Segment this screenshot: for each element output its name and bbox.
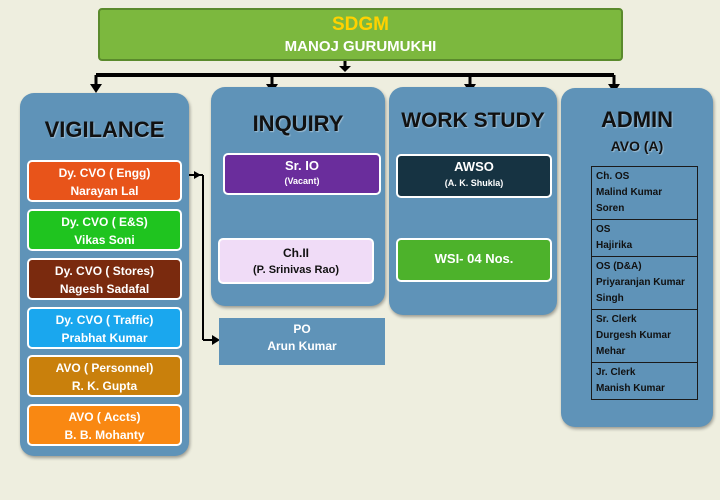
- vigilance-role: Dy. CVO ( Engg): [58, 166, 151, 180]
- vigilance-item: Dy. CVO ( Stores) Nagesh Sadafal: [27, 258, 182, 300]
- work-study-title: WORK STUDY: [401, 109, 545, 132]
- sdgm-title: SDGM: [332, 14, 389, 35]
- inquiry-title: INQUIRY: [252, 111, 344, 136]
- admin-title: ADMIN: [600, 107, 674, 132]
- vigilance-role: Dy. CVO ( E&S): [61, 215, 148, 229]
- admin-staff-name: Durgesh Kumar Mehar: [596, 330, 672, 357]
- admin-staff-name: Priyaranjan Kumar Singh: [596, 277, 685, 304]
- vigilance-item: AVO ( Personnel) R. K. Gupta: [27, 355, 182, 397]
- sdgm-name: MANOJ GURUMUKHI: [284, 38, 437, 55]
- sr-io-role: Sr. IO: [285, 158, 319, 173]
- vigilance-officer-name: B. B. Mohanty: [64, 428, 145, 442]
- vigilance-officer-name: Narayan Lal: [70, 184, 139, 198]
- awso-role: AWSO: [454, 159, 494, 174]
- sr-io-sub: (Vacant): [284, 176, 320, 186]
- vigilance-officer-name: R. K. Gupta: [71, 379, 138, 393]
- vigilance-item: Dy. CVO ( Traffic) Prabhat Kumar: [27, 307, 182, 349]
- admin-role: OS: [596, 224, 611, 235]
- ch-ii-sub: (P. Srinivas Rao): [253, 264, 339, 276]
- admin-role: Sr. Clerk: [596, 314, 637, 325]
- po-name: Arun Kumar: [267, 339, 337, 353]
- vigilance-officer-name: Nagesh Sadafal: [59, 282, 150, 296]
- admin-row: OS (D&A) Priyaranjan Kumar Singh: [592, 257, 697, 310]
- ch-ii-box: Ch.II (P. Srinivas Rao): [218, 238, 374, 284]
- admin-staff-name: Hajirika: [596, 240, 633, 251]
- admin-staff-name: Manish Kumar: [596, 383, 665, 394]
- admin-role: OS (D&A): [596, 261, 642, 272]
- vigilance-title: VIGILANCE: [44, 117, 165, 142]
- admin-role: Jr. Clerk: [596, 367, 636, 378]
- ch-ii-role: Ch.II: [283, 246, 309, 260]
- vigilance-role: Dy. CVO ( Stores): [54, 264, 155, 278]
- admin-row: Ch. OS Malind Kumar Soren: [592, 167, 697, 220]
- admin-staff-name: Malind Kumar Soren: [596, 187, 663, 214]
- awso-box: AWSO (A. K. Shukla): [396, 154, 552, 198]
- vigilance-role: AVO ( Personnel): [55, 361, 154, 375]
- sdgm-box: SDGM MANOJ GURUMUKHI: [98, 8, 623, 61]
- vigilance-officer-name: Vikas Soni: [74, 233, 135, 247]
- po-box: PO Arun Kumar: [219, 318, 385, 365]
- admin-subtitle: AVO (A): [610, 138, 664, 154]
- wsi-box: WSI- 04 Nos.: [396, 238, 552, 282]
- awso-sub: (A. K. Shukla): [444, 178, 504, 188]
- admin-row: OS Hajirika: [592, 220, 697, 257]
- vigilance-item: Dy. CVO ( E&S) Vikas Soni: [27, 209, 182, 251]
- vigilance-officer-name: Prabhat Kumar: [61, 331, 148, 345]
- vigilance-item: AVO ( Accts) B. B. Mohanty: [27, 404, 182, 446]
- vigilance-item: Dy. CVO ( Engg) Narayan Lal: [27, 160, 182, 202]
- sr-io-box: Sr. IO (Vacant): [223, 153, 381, 195]
- vigilance-role: AVO ( Accts): [68, 410, 141, 424]
- wsi-label: WSI- 04 Nos.: [434, 251, 514, 266]
- vigilance-role: Dy. CVO ( Traffic): [55, 313, 154, 327]
- admin-role: Ch. OS: [596, 171, 630, 182]
- po-role: PO: [293, 322, 311, 336]
